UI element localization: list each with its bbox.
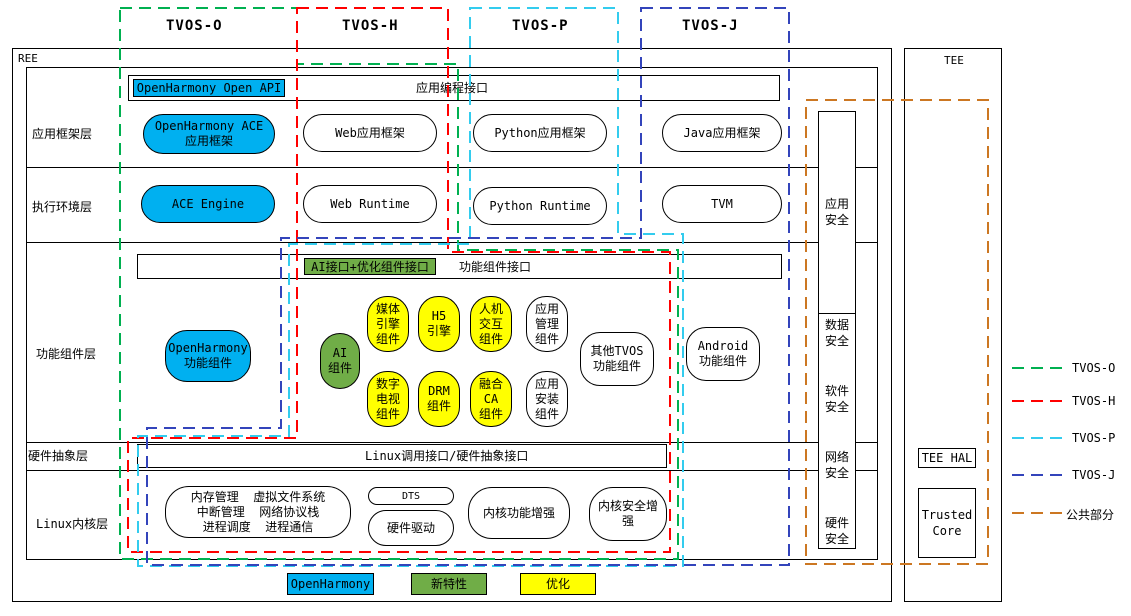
column-header-tvos-o: TVOS-O <box>166 18 223 34</box>
legend-label-tvos-o: TVOS-O <box>1072 361 1116 375</box>
layer-label-app-framework: 应用框架层 <box>32 127 93 141</box>
app-security: 应用 安全 <box>824 197 849 227</box>
tee-hal: TEE HAL <box>918 448 976 468</box>
column-header-tvos-j: TVOS-J <box>682 18 739 34</box>
java-framework: Java应用框架 <box>662 114 782 152</box>
digital-tv-component: 数字 电视 组件 <box>367 371 409 427</box>
oh-func-component: OpenHarmony 功能组件 <box>165 330 251 382</box>
app-mgmt-component: 应用 管理 组件 <box>526 296 568 352</box>
tvm: TVM <box>662 185 782 223</box>
software-security: 软件 安全 <box>824 384 849 414</box>
func-api-label: 功能组件接口 <box>459 260 532 274</box>
layer-label-func-component: 功能组件层 <box>36 347 97 361</box>
app-install-component: 应用 安装 组件 <box>526 371 568 427</box>
legend-label-tvos-j: TVOS-J <box>1072 468 1116 482</box>
tee-label: TEE <box>944 54 964 67</box>
hw-api-bar <box>137 444 667 468</box>
layer-label-hw-abstraction: 硬件抽象层 <box>28 449 89 463</box>
security-divider <box>818 313 856 314</box>
other-tvos-component: 其他TVOS 功能组件 <box>580 332 654 386</box>
legend-label-tvos-h: TVOS-H <box>1072 394 1116 408</box>
web-framework: Web应用框架 <box>303 114 437 152</box>
legend-openharmony: OpenHarmony <box>287 573 374 595</box>
layer-label-exec-env: 执行环境层 <box>32 200 93 214</box>
oh-ace-framework: OpenHarmony ACE 应用框架 <box>143 114 275 154</box>
h5-engine-component: H5 引擎 <box>418 296 460 352</box>
hardware-security: 硬件 安全 <box>824 516 849 546</box>
trusted-core: Trusted Core <box>918 488 976 558</box>
data-security: 数据 安全 <box>824 318 849 348</box>
security-column <box>818 111 856 549</box>
ace-engine: ACE Engine <box>141 185 275 223</box>
common-outline <box>805 99 989 565</box>
network-security: 网络 安全 <box>824 450 849 480</box>
python-framework: Python应用框架 <box>473 114 607 152</box>
layer-divider <box>26 167 878 168</box>
layer-divider <box>26 242 878 243</box>
tvos-o-outline <box>119 7 679 560</box>
ai-component: AI 组件 <box>320 333 360 389</box>
dts-box: DTS <box>368 487 454 505</box>
tvos-j-outline <box>146 7 790 566</box>
func-api-bar <box>137 254 782 279</box>
oh-open-api-box: OpenHarmony Open API <box>133 79 285 97</box>
column-header-tvos-h: TVOS-H <box>342 18 399 34</box>
python-runtime: Python Runtime <box>473 187 607 225</box>
ai-opt-api-box: AI接口+优化组件接口 <box>304 258 436 275</box>
legend-new-feature: 新特性 <box>411 573 487 595</box>
legend-label-tvos-p: TVOS-P <box>1072 431 1116 445</box>
hci-component: 人机 交互 组件 <box>470 296 512 352</box>
web-runtime: Web Runtime <box>303 185 437 223</box>
drm-component: DRM 组件 <box>418 371 460 427</box>
layer-divider <box>26 442 878 443</box>
column-header-tvos-p: TVOS-P <box>512 18 569 34</box>
kernel-services: 内存管理 虚拟文件系统 中断管理 网络协议栈 进程调度 进程通信 <box>165 486 351 538</box>
kernel-security-enhance: 内核安全增 强 <box>589 487 667 541</box>
tvos-h-outline <box>127 7 671 553</box>
layer-divider <box>26 470 878 471</box>
kernel-enhance: 内核功能增强 <box>468 487 570 539</box>
fused-ca-component: 融合 CA 组件 <box>470 371 512 427</box>
legend-optimization: 优化 <box>520 573 596 595</box>
hw-api-label: Linux调用接口/硬件抽象接口 <box>365 449 529 463</box>
layer-label-linux-kernel: Linux内核层 <box>36 517 109 531</box>
legend-label-common: 公共部分 <box>1066 508 1115 522</box>
media-engine-component: 媒体 引擎 组件 <box>367 296 409 352</box>
android-component: Android 功能组件 <box>686 327 760 381</box>
tvos-p-outline <box>137 7 684 567</box>
ree-label: REE <box>18 52 38 65</box>
hw-driver: 硬件驱动 <box>368 510 454 546</box>
